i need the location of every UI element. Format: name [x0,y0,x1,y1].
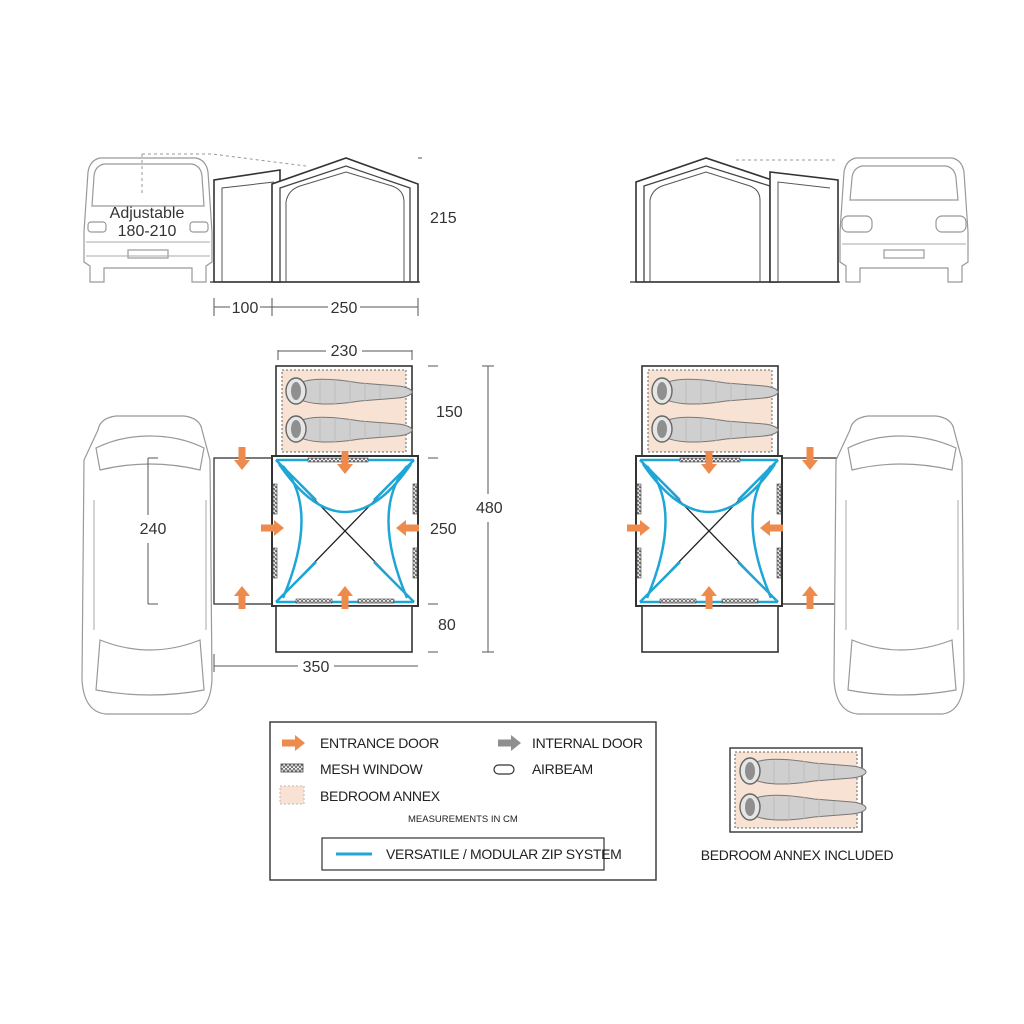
side-view-left: Adjustable 180-210 215 100 250 [83,153,457,317]
main-depth-label: 250 [430,521,457,538]
floor-plan-left: 240 2 [81,343,503,715]
legend-zip-system: VERSATILE / MODULAR ZIP SYSTEM [386,846,622,862]
height-label: 215 [430,210,457,227]
side-view-right [630,157,969,283]
legend-measurements: MEASUREMENTS IN CM [408,814,518,825]
bedroom-depth-label: 150 [436,404,463,421]
legend-box: ENTRANCE DOOR INTERNAL DOOR MESH WINDOW … [269,721,657,881]
van-top-left [81,415,213,715]
bedroom-annex-swatch [279,785,305,805]
legend-bedroom-annex: BEDROOM ANNEX [320,788,441,804]
legend-airbeam: AIRBEAM [532,761,593,777]
car-length-label: 240 [140,521,167,538]
van-front-left [83,157,213,283]
legend-internal-door: INTERNAL DOOR [532,735,643,751]
total-depth-label: 480 [476,500,503,517]
bedroom-included-caption: BEDROOM ANNEX INCLUDED [701,847,894,863]
bedroom-included: BEDROOM ANNEX INCLUDED [701,747,894,863]
width-annex-label: 100 [232,300,259,317]
porch-depth-label: 80 [438,617,456,634]
van-top-right [833,415,965,715]
floor-plan-right [627,365,965,715]
legend-entrance-door: ENTRANCE DOOR [320,735,439,751]
legend-mesh-window: MESH WINDOW [320,761,424,777]
adjustable-label-line2: 180-210 [118,223,177,240]
bedroom-width-label: 230 [331,343,358,360]
total-width-label: 350 [303,659,330,676]
airbeam-icon [493,764,515,775]
van-rear-right [839,157,969,283]
width-main-label: 250 [331,300,358,317]
mesh-window-icon [280,763,304,773]
adjustable-label-line1: Adjustable [110,205,185,222]
